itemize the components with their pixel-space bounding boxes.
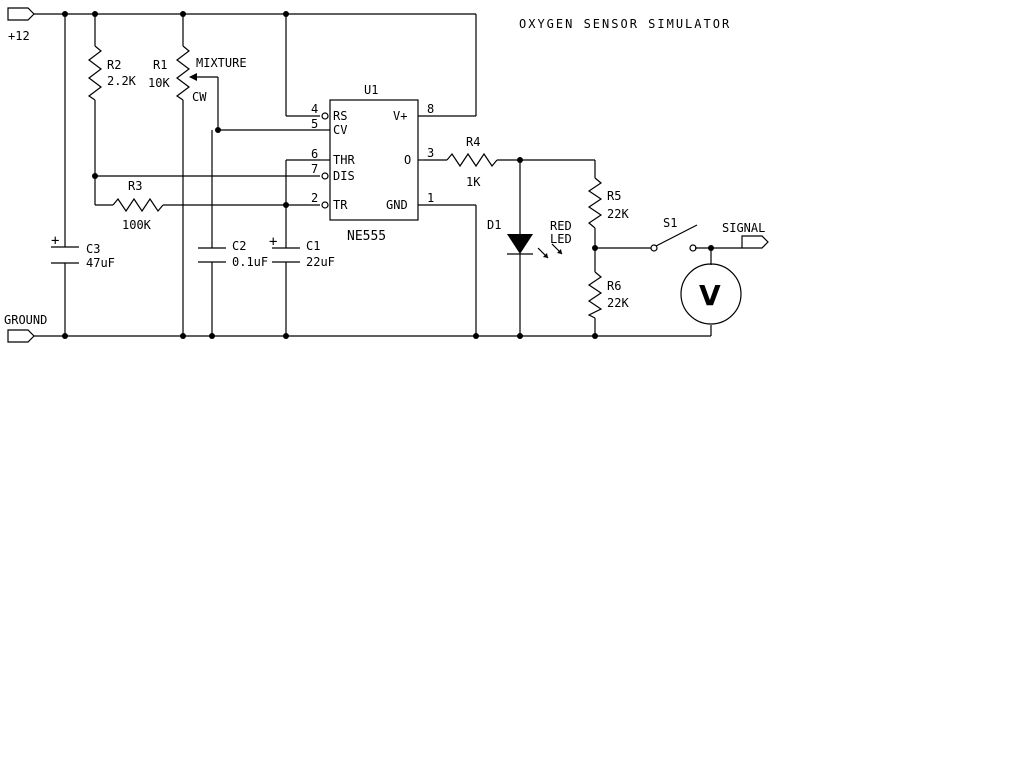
pin-cv-label: CV xyxy=(333,123,347,137)
capacitor-c2: C2 0.1uF xyxy=(198,239,268,269)
r2-value: 2.2K xyxy=(107,74,137,88)
resistor-r2: R2 2.2K xyxy=(87,45,137,101)
diagram-title: OXYGEN SENSOR SIMULATOR xyxy=(519,17,731,31)
pin-vplus-label: V+ xyxy=(393,109,407,123)
pin-dis-label: DIS xyxy=(333,169,355,183)
c3-polarity: + xyxy=(51,233,59,249)
ic-part: NE555 xyxy=(347,229,386,244)
r3-ref: R3 xyxy=(128,179,142,193)
c1-polarity: + xyxy=(269,234,277,250)
pin-thr-label: THR xyxy=(333,153,355,167)
signal-label: SIGNAL xyxy=(722,221,765,235)
led-d1: D1 RED LED xyxy=(487,218,572,259)
resistor-r3: R3 100K xyxy=(112,179,164,232)
r3-value: 100K xyxy=(122,218,152,232)
pin-dis-number: 7 xyxy=(311,162,318,176)
pin-rs-label: RS xyxy=(333,109,347,123)
capacitor-c3: + C3 47uF xyxy=(51,233,115,270)
pin-out-number: 3 xyxy=(427,146,434,160)
ground-label: GROUND xyxy=(4,313,47,327)
resistor-r4: R4 1K xyxy=(446,135,498,189)
potentiometer-r1: R1 10K MIXTURE CW xyxy=(148,45,247,104)
ic-ref: U1 xyxy=(364,83,378,97)
c1-value: 22uF xyxy=(306,255,335,269)
c2-ref: C2 xyxy=(232,239,246,253)
r1-mixture-label: MIXTURE xyxy=(196,56,247,70)
switch-s1: S1 xyxy=(650,216,698,252)
pin-tr-number: 2 xyxy=(311,191,318,205)
supply-label: +12 xyxy=(8,29,30,43)
pin-rs-number: 4 xyxy=(311,102,318,116)
capacitor-c1: + C1 22uF xyxy=(269,234,335,269)
c3-value: 47uF xyxy=(86,256,115,270)
d1-label-red: RED xyxy=(550,219,572,233)
wires xyxy=(34,13,742,337)
ic-ne555: U1 NE555 4 5 6 7 2 8 3 1 RS CV THR DIS T… xyxy=(311,83,434,244)
signal-port: SIGNAL xyxy=(722,221,769,249)
pin-out-label: O xyxy=(404,153,411,167)
r2-ref: R2 xyxy=(107,58,121,72)
junctions xyxy=(62,11,714,339)
ground-port: GROUND xyxy=(4,313,47,343)
d1-ref: D1 xyxy=(487,218,501,232)
c1-ref: C1 xyxy=(306,239,320,253)
pin-thr-number: 6 xyxy=(311,147,318,161)
r4-ref: R4 xyxy=(466,135,480,149)
d1-label-led: LED xyxy=(550,232,572,246)
r4-value: 1K xyxy=(466,175,481,189)
pin-vplus-number: 8 xyxy=(427,102,434,116)
r1-cw-label: CW xyxy=(192,90,207,104)
pin-cv-number: 5 xyxy=(311,117,318,131)
r5-ref: R5 xyxy=(607,189,621,203)
supply-port: +12 xyxy=(7,7,35,43)
pin-tr-label: TR xyxy=(333,198,348,212)
resistor-r6: R6 22K xyxy=(587,271,629,319)
s1-ref: S1 xyxy=(663,216,677,230)
r1-ref: R1 xyxy=(153,58,167,72)
c3-ref: C3 xyxy=(86,242,100,256)
pin-gnd-number: 1 xyxy=(427,191,434,205)
r6-value: 22K xyxy=(607,296,629,310)
c2-value: 0.1uF xyxy=(232,255,268,269)
r6-ref: R6 xyxy=(607,279,621,293)
resistor-r5: R5 22K xyxy=(587,177,629,229)
voltmeter: V xyxy=(680,263,742,325)
r1-value: 10K xyxy=(148,76,170,90)
pin-gnd-label: GND xyxy=(386,198,408,212)
r5-value: 22K xyxy=(607,207,629,221)
voltmeter-symbol: V xyxy=(699,279,721,312)
